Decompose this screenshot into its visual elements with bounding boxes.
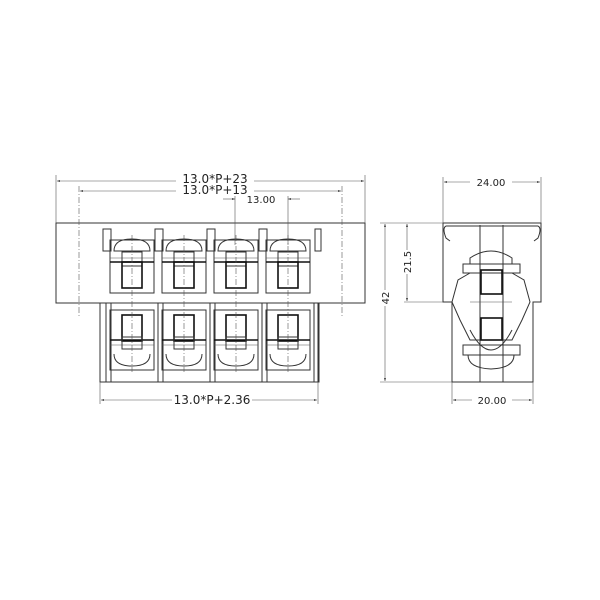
dim-upper-height-label: 21.5 bbox=[403, 251, 414, 273]
dim-bottom-width-label: 20.00 bbox=[478, 396, 507, 407]
dimension-overall: 13.0*P+23 bbox=[55, 172, 366, 223]
side-view: 24.00 20.00 42 21.5 bbox=[379, 175, 542, 407]
dim-top-width-label: 24.00 bbox=[477, 178, 506, 189]
lower-body bbox=[99, 302, 319, 383]
screw-head-bottom bbox=[217, 353, 255, 367]
upper-body bbox=[55, 222, 366, 304]
dim-overall-label: 13.0*P+23 bbox=[182, 172, 247, 186]
terminal-pole bbox=[258, 228, 311, 383]
terminal-pole bbox=[154, 228, 207, 383]
front-view: 13.0*P+23 13.0*P+13 13.00 13.0*P+2.36 bbox=[55, 172, 366, 407]
dim-base-label: 13.0*P+2.36 bbox=[174, 393, 251, 407]
terminal-pole bbox=[206, 228, 259, 383]
screw-head-bottom bbox=[165, 353, 203, 367]
dim-pitch-label: 13.00 bbox=[247, 195, 276, 206]
dimension-base: 13.0*P+2.36 bbox=[99, 382, 319, 407]
screw-head-bottom bbox=[113, 353, 151, 367]
dim-centers-label: 13.0*P+13 bbox=[182, 183, 247, 197]
dimension-top-width: 24.00 bbox=[442, 175, 542, 223]
side-outline bbox=[442, 222, 542, 383]
dimension-bottom-width: 20.00 bbox=[451, 382, 534, 407]
dimension-pitch: 13.00 bbox=[223, 195, 300, 245]
terminal-pole bbox=[102, 228, 155, 383]
dimension-height: 42 bbox=[379, 222, 452, 383]
screw-head-bottom bbox=[269, 353, 307, 367]
dimension-centers: 13.0*P+13 bbox=[78, 183, 343, 318]
dim-height-label: 42 bbox=[381, 292, 392, 305]
dimension-upper-height: 21.5 bbox=[401, 224, 443, 303]
top-rail bbox=[443, 225, 541, 242]
